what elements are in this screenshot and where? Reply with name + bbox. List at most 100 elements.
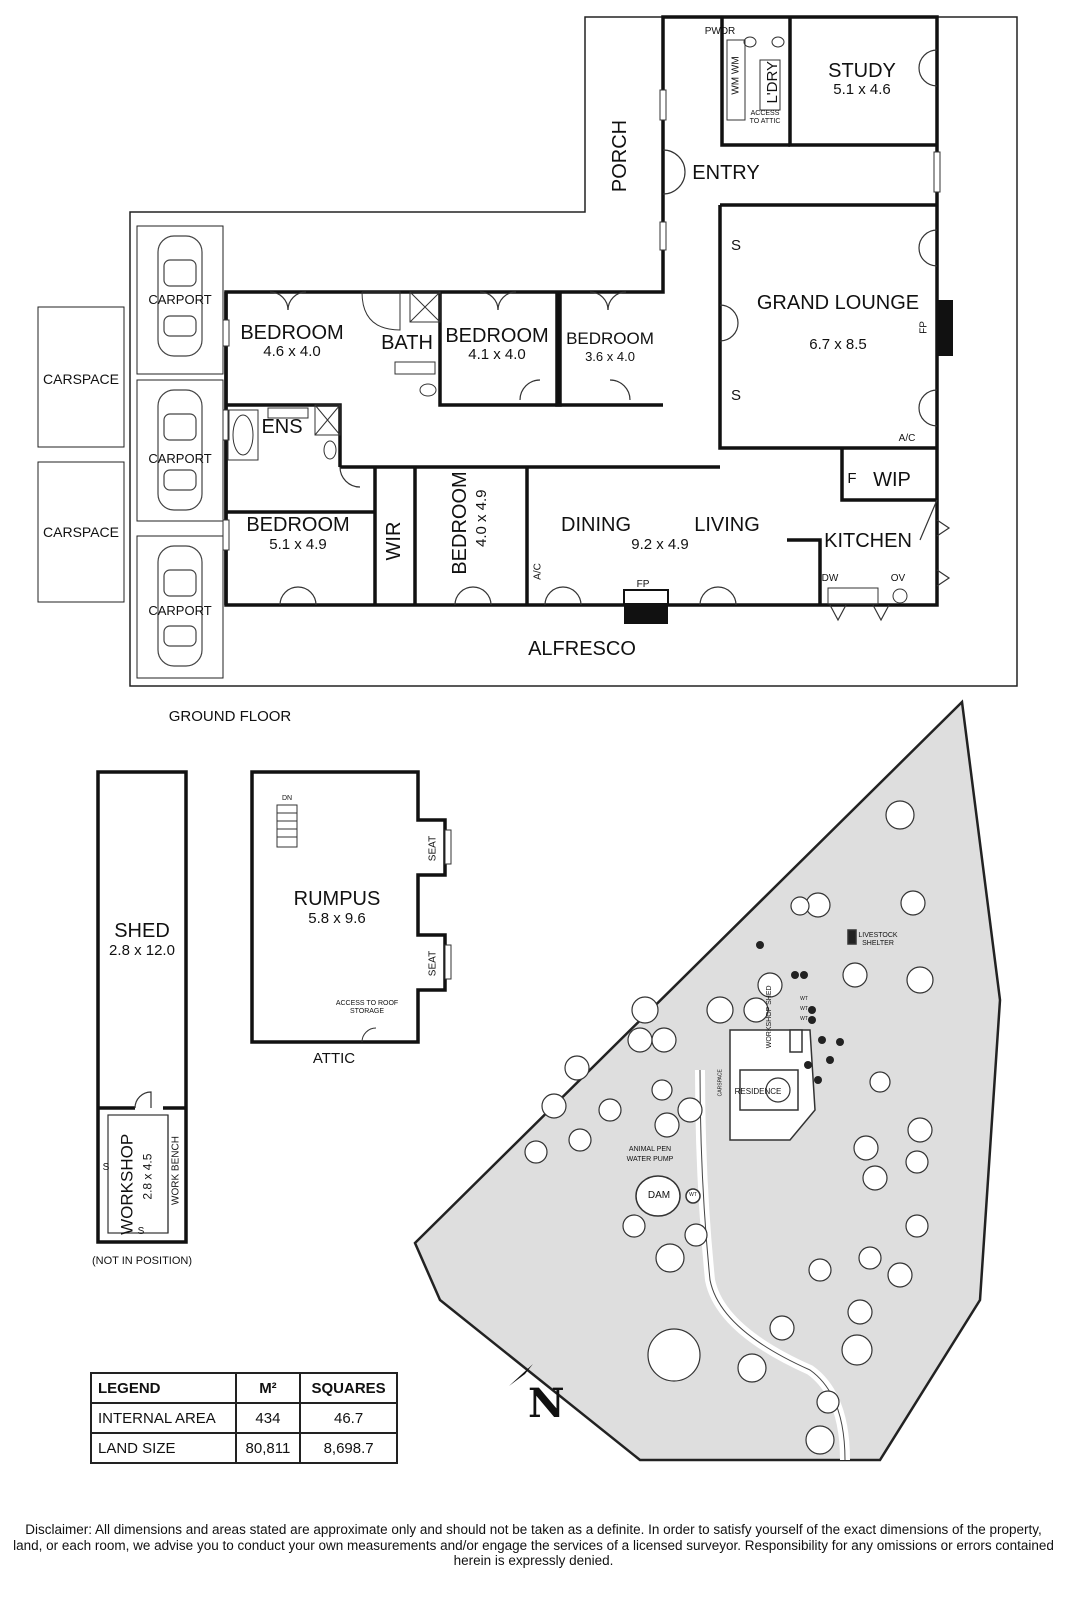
legend-header-row: LEGEND M² SQUARES — [90, 1372, 398, 1404]
label-storage-1: S — [730, 237, 742, 254]
label-dining: DINING — [561, 514, 631, 536]
car-3 — [157, 545, 203, 667]
tree-icon — [887, 1262, 913, 1288]
legend-cell: 434 — [234, 1402, 302, 1434]
north-label: N — [528, 1380, 565, 1427]
tree-icon — [816, 1390, 840, 1414]
tree-icon — [627, 1027, 653, 1053]
legend-cell: 80,811 — [234, 1432, 302, 1464]
label-dining-ac: A/C — [532, 563, 544, 580]
site-label-water-tank-1: WT — [800, 996, 808, 1002]
attic-wall — [250, 770, 447, 1044]
carspace-box-2 — [37, 461, 125, 603]
label-porch: PORCH — [609, 119, 631, 193]
tree-icon — [568, 1128, 592, 1152]
shrub-icon — [804, 1061, 812, 1069]
label-fridge: F — [847, 470, 857, 487]
legend-row: INTERNAL AREA 434 46.7 — [90, 1402, 398, 1434]
carport-bay-1 — [136, 225, 224, 375]
label-storage-2: S — [730, 387, 742, 404]
label-carport-1: CARPORT — [148, 292, 212, 307]
ground-floor-title: GROUND FLOOR — [168, 708, 292, 725]
shrub-icon — [808, 1006, 816, 1014]
tree-icon — [847, 1299, 873, 1325]
shrub-icon — [808, 1016, 816, 1024]
label-work-bench: WORK BENCH — [170, 1136, 182, 1205]
tree-icon — [900, 890, 926, 916]
site-label-water-tank: WT — [689, 1192, 697, 1198]
label-wip: WIP — [873, 469, 911, 491]
tree-icon — [564, 1055, 590, 1081]
site-label-residence: RESIDENCE — [734, 1087, 782, 1096]
legend-table: LEGEND M² SQUARES INTERNAL AREA 434 46.7… — [90, 1372, 398, 1464]
label-laundry: L'DRY — [763, 60, 781, 104]
attic-title: ATTIC — [312, 1050, 356, 1067]
label-shed-dims: 2.8 x 12.0 — [109, 942, 175, 959]
label-rumpus: RUMPUS — [293, 888, 381, 910]
tree-icon — [842, 962, 868, 988]
site-boundary — [413, 699, 1002, 1462]
tree-icon — [524, 1140, 548, 1164]
label-dining-living-dims: 9.2 x 4.9 — [631, 536, 689, 553]
label-grand-lounge-dims: 6.7 x 8.5 — [809, 336, 867, 353]
label-lounge-ac: A/C — [898, 433, 916, 444]
shrub-icon — [800, 971, 808, 979]
legend-header-squares: SQUARES — [299, 1372, 398, 1404]
shrub-icon — [836, 1038, 844, 1046]
shrub-icon — [826, 1056, 834, 1064]
tree-icon — [907, 1117, 933, 1143]
label-bath: BATH — [381, 332, 433, 354]
site-label-dam: DAM — [647, 1190, 671, 1201]
label-bedroom-1: BEDROOM — [240, 322, 344, 344]
tree-icon — [631, 996, 659, 1024]
label-wm: WM WM — [730, 56, 742, 95]
label-bedroom-4-dims: 5.1 x 4.9 — [269, 536, 327, 553]
site-label-water-pump: WATER PUMP — [626, 1156, 674, 1163]
label-bedroom-1-dims: 4.6 x 4.0 — [263, 343, 321, 360]
tree-icon — [655, 1243, 685, 1273]
label-rumpus-dims: 5.8 x 9.6 — [308, 910, 366, 927]
label-oven: OV — [890, 573, 906, 584]
label-stair-down: DN — [281, 795, 293, 802]
legend-cell: 46.7 — [299, 1402, 398, 1434]
tree-icon — [684, 1223, 708, 1247]
site-label-water-tank-2: WT — [800, 1006, 808, 1012]
tree-icon — [905, 1214, 929, 1238]
car-2 — [157, 389, 203, 511]
shrub-icon — [756, 941, 764, 949]
tree-icon — [541, 1093, 567, 1119]
tree-icon — [858, 1246, 882, 1270]
label-bedroom-3-dims: 3.6 x 4.0 — [585, 349, 635, 364]
tree-icon — [622, 1214, 646, 1238]
shed-wall — [96, 770, 188, 1244]
legend-cell: LAND SIZE — [90, 1432, 237, 1464]
label-study-dims: 5.1 x 4.6 — [833, 81, 891, 98]
label-carspace-1: CARSPACE — [43, 371, 119, 387]
label-alfresco: ALFRESCO — [528, 638, 636, 660]
label-pwdr: PWDR — [704, 26, 736, 37]
legend-cell: INTERNAL AREA — [90, 1402, 237, 1434]
label-shed: SHED — [114, 920, 170, 942]
tree-icon — [651, 1079, 673, 1101]
label-shed-s1: S — [102, 1162, 110, 1173]
tree-icon — [790, 896, 810, 916]
label-workshop-dims: 2.8 x 4.5 — [140, 1153, 155, 1200]
shed-note: (NOT IN POSITION) — [91, 1255, 193, 1267]
tree-icon — [869, 1071, 891, 1093]
label-wir: WIR — [383, 521, 405, 561]
label-study: STUDY — [828, 60, 896, 82]
tree-icon — [743, 997, 769, 1023]
site-label-carspace: CARSPACE — [717, 1069, 724, 1097]
tree-icon — [905, 1150, 929, 1174]
tree-icon — [706, 996, 734, 1024]
site-label-animal-pen: ANIMAL PEN — [628, 1146, 672, 1153]
label-dishwasher: DW — [821, 573, 839, 584]
dam — [635, 1175, 681, 1217]
disclaimer-text: Disclaimer: All dimensions and areas sta… — [13, 1522, 1054, 1569]
label-bedroom-3: BEDROOM — [566, 329, 654, 348]
label-access-roof-storage: ACCESS TO ROOF STORAGE — [335, 1000, 399, 1015]
tree-icon — [769, 1315, 795, 1341]
tree-icon — [651, 1027, 677, 1053]
label-dining-fp: FP — [636, 579, 650, 590]
label-bedroom-2-dims: 4.1 x 4.0 — [468, 346, 526, 363]
